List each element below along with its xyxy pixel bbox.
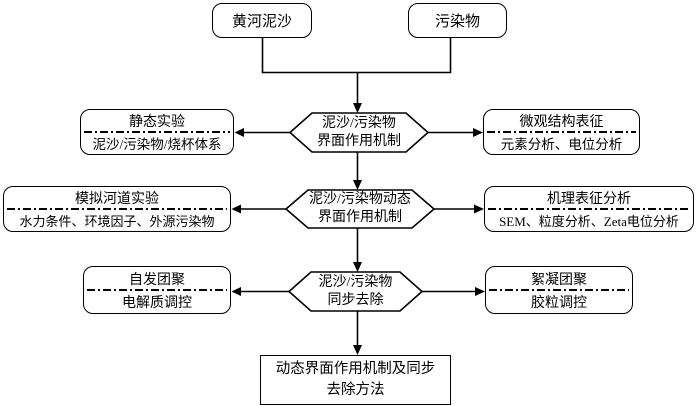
- hex-shape-synchronous-removal: [287, 271, 424, 312]
- node-spontaneous-aggregation-detail: 电解质调控: [122, 295, 192, 311]
- node-microstructure-title: 微观结构表征: [519, 115, 604, 130]
- node-microstructure-characterization: 微观结构表征 元素分析、电位分析: [483, 109, 640, 155]
- node-flocculation-aggregation-title: 絮凝团聚: [531, 272, 587, 288]
- arrowhead-down-icon: [353, 180, 362, 190]
- hex-synchronous-removal-line2: 同步去除: [327, 292, 384, 308]
- hex-interface-mechanism: 泥沙/污染物 界面作用机制: [290, 113, 428, 152]
- arrowhead-left-icon: [231, 204, 241, 214]
- node-static-experiment-title: 静态实验: [129, 115, 185, 130]
- hex-synchronous-removal: 泥沙/污染物 同步去除: [289, 272, 422, 311]
- node-simulated-channel-detail: 水力条件、环境因子、外源污染物: [19, 213, 215, 229]
- node-microstructure-detail: 元素分析、电位分析: [500, 137, 623, 152]
- hex-synchronous-removal-line1: 泥沙/污染物: [318, 274, 393, 290]
- hex-shape-dynamic-interface-mechanism: [284, 189, 436, 229]
- hex-dynamic-interface-mechanism-line1: 泥沙/污染物动态: [309, 192, 411, 207]
- hex-shape-interface-mechanism: [288, 112, 430, 153]
- node-pollutant-label: 污染物: [434, 14, 480, 30]
- node-simulated-channel-experiment: 模拟河道实验 水力条件、环境因子、外源污染物: [3, 186, 231, 232]
- arrowhead-left-icon: [234, 128, 244, 137]
- dashdot-divider: [489, 289, 629, 291]
- node-static-experiment: 静态实验 泥沙/污染物/烧杯体系: [80, 109, 234, 155]
- node-mechanism-analysis-title: 机理表征分析: [547, 192, 631, 207]
- dashdot-divider: [487, 131, 636, 133]
- dashdot-divider: [87, 289, 227, 291]
- node-static-experiment-detail: 泥沙/污染物/烧杯体系: [92, 137, 222, 152]
- node-flocculation-aggregation-detail: 胶粒调控: [531, 295, 587, 311]
- hex-interface-mechanism-line1: 泥沙/污染物: [322, 115, 396, 131]
- node-mechanism-analysis-detail: SEM、粒度分析、Zeta电位分析: [499, 213, 679, 229]
- node-spontaneous-aggregation-title: 自发团聚: [129, 272, 185, 288]
- dashdot-divider: [7, 208, 227, 210]
- arrowhead-right-icon: [474, 204, 484, 214]
- hex-interface-mechanism-line2: 界面作用机制: [317, 133, 401, 149]
- arrowhead-right-icon: [475, 287, 485, 296]
- hex-dynamic-interface-mechanism: 泥沙/污染物动态 界面作用机制: [286, 190, 434, 228]
- arrowhead-down-icon: [353, 103, 362, 113]
- node-yellow-river-sediment-label: 黄河泥沙: [231, 14, 292, 30]
- node-simulated-channel-title: 模拟河道实验: [75, 192, 159, 207]
- dashdot-divider: [488, 208, 690, 210]
- arrowhead-right-icon: [473, 128, 483, 137]
- node-spontaneous-aggregation: 自发团聚 电解质调控: [83, 266, 231, 314]
- node-yellow-river-sediment: 黄河泥沙: [212, 3, 312, 38]
- node-flocculation-aggregation: 絮凝团聚 胶粒调控: [485, 266, 633, 314]
- node-mechanism-analysis: 机理表征分析 SEM、粒度分析、Zeta电位分析: [484, 186, 694, 232]
- arrowhead-down-icon: [353, 262, 362, 272]
- dashdot-divider: [84, 131, 230, 133]
- top-merge-connector: [261, 38, 452, 74]
- hex-dynamic-interface-mechanism-line2: 界面作用机制: [318, 210, 402, 225]
- arrowhead-down-icon: [353, 345, 362, 355]
- node-result: 动态界面作用机制及同步 去除方法: [260, 355, 451, 405]
- node-result-line2: 去除方法: [326, 382, 385, 398]
- node-pollutant: 污染物: [408, 3, 507, 38]
- arrowhead-left-icon: [231, 287, 241, 296]
- node-result-line1: 动态界面作用机制及同步: [275, 361, 436, 377]
